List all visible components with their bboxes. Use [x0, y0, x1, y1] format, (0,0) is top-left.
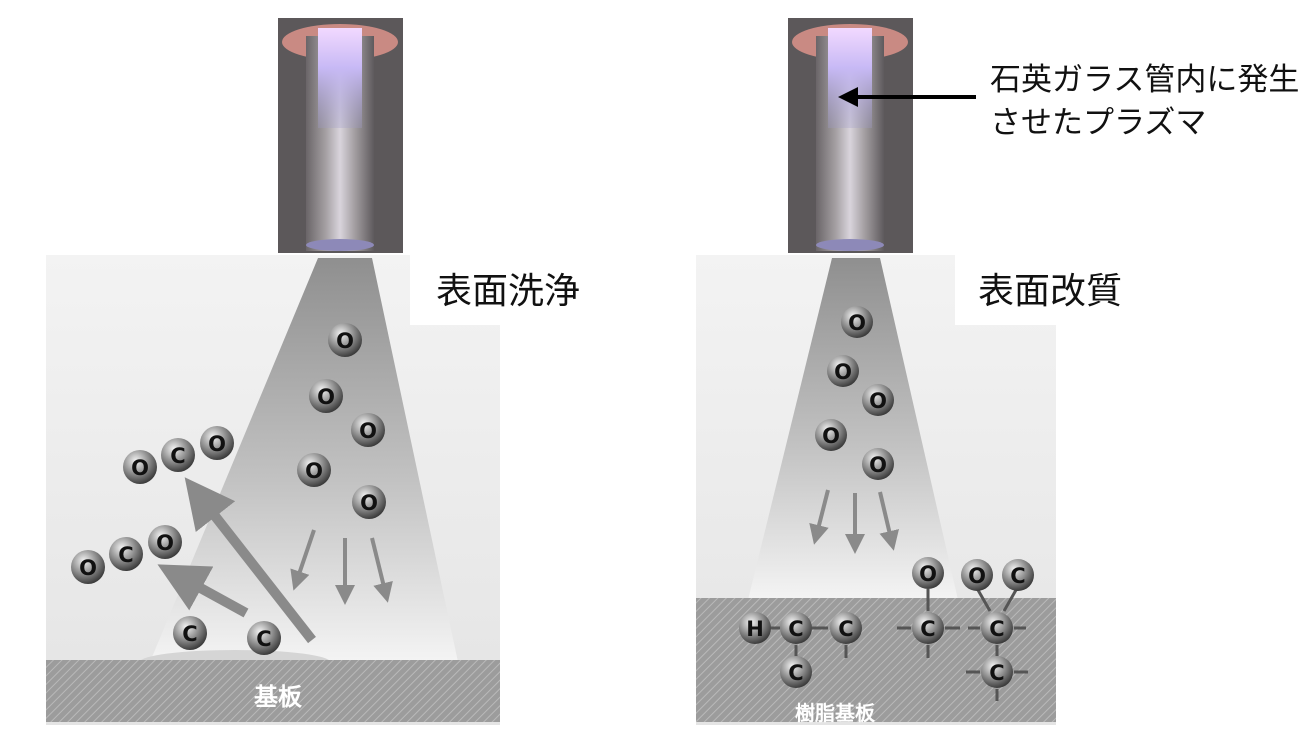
left-oxygen-atom: O [309, 379, 343, 413]
annotation-line-2: させたプラズマ [990, 105, 1206, 141]
right-quartz-tube [788, 18, 913, 253]
right-oxygen-atom: O [961, 559, 993, 591]
svg-text:O: O [359, 419, 377, 443]
svg-text:O: O [822, 424, 840, 448]
svg-text:O: O [336, 329, 354, 353]
svg-text:O: O [131, 456, 149, 480]
right-arrow-down-3 [878, 491, 899, 551]
left-title: 表面洗浄 [436, 271, 580, 312]
right-carbon-atom: C [830, 612, 862, 644]
left-substrate [46, 660, 500, 722]
left-arrow-up-short [157, 564, 249, 618]
svg-text:C: C [838, 617, 853, 641]
svg-text:O: O [848, 311, 866, 335]
left-panel: 基板 表面洗浄 O O O O O C C O C O [46, 18, 580, 725]
svg-text:O: O [834, 360, 852, 384]
right-oxygen-atom: O [862, 384, 894, 416]
right-substrate-label: 樹脂基板 [795, 701, 876, 725]
svg-text:O: O [79, 556, 97, 580]
svg-text:C: C [788, 661, 803, 685]
right-molecule-bonds [770, 589, 1028, 701]
svg-text:C: C [256, 627, 271, 651]
right-oxygen-atom: O [827, 355, 859, 387]
svg-text:C: C [182, 622, 197, 646]
left-title-box [410, 255, 505, 325]
left-co2-molecule-lower: O C O [71, 525, 182, 584]
right-carbon-atom: C [981, 612, 1013, 644]
svg-text:C: C [920, 617, 935, 641]
plasma-annotation: 石英ガラス管内に発生 させたプラズマ [838, 62, 1299, 141]
left-arrow-up-long [184, 477, 316, 644]
svg-text:C: C [1010, 564, 1025, 588]
left-carbon-atom: C [247, 621, 281, 655]
svg-text:C: C [118, 543, 133, 567]
left-arrow-down-3 [370, 537, 393, 603]
svg-text:O: O [360, 491, 378, 515]
left-oxygen-atom: O [297, 453, 331, 487]
left-carbon-atom: C [173, 616, 207, 650]
svg-text:C: C [989, 617, 1004, 641]
left-oxygen-atom: O [351, 413, 385, 447]
right-carbon-atom: C [780, 656, 812, 688]
svg-text:O: O [305, 459, 323, 483]
right-carbon-atom: C [912, 612, 944, 644]
svg-text:O: O [869, 389, 887, 413]
right-carbon-atom: C [981, 656, 1013, 688]
left-substrate-label: 基板 [254, 683, 303, 711]
svg-text:O: O [919, 562, 937, 586]
right-carbon-atom: C [1002, 559, 1034, 591]
right-hydrogen-atom: H [739, 612, 771, 644]
svg-text:C: C [989, 661, 1004, 685]
svg-text:C: C [170, 444, 185, 468]
right-carbon-atom: C [780, 612, 812, 644]
left-arrow-down-1 [290, 529, 316, 591]
right-title: 表面改質 [978, 271, 1122, 312]
svg-text:C: C [788, 617, 803, 641]
right-oxygen-atom: O [862, 448, 894, 480]
annotation-line-1: 石英ガラス管内に発生 [990, 62, 1299, 98]
svg-text:O: O [208, 432, 226, 456]
left-oxygen-atom: O [352, 485, 386, 519]
left-oxygen-atom: O [328, 323, 362, 357]
left-co2-molecule-upper: O C O [123, 426, 234, 484]
left-quartz-tube [278, 18, 403, 253]
svg-text:O: O [869, 453, 887, 477]
svg-text:H: H [746, 617, 764, 641]
svg-text:O: O [156, 531, 174, 555]
svg-text:O: O [317, 385, 335, 409]
svg-text:O: O [968, 564, 986, 588]
right-oxygen-atom: O [841, 306, 873, 338]
right-panel: 樹脂基板 表面改質 O O O O O [696, 18, 1122, 725]
right-oxygen-atom: O [815, 419, 847, 451]
right-arrow-down-1 [809, 489, 830, 545]
right-oxygen-atom: O [912, 557, 944, 589]
right-title-box [955, 255, 1060, 325]
right-plasma-beam [748, 258, 958, 600]
